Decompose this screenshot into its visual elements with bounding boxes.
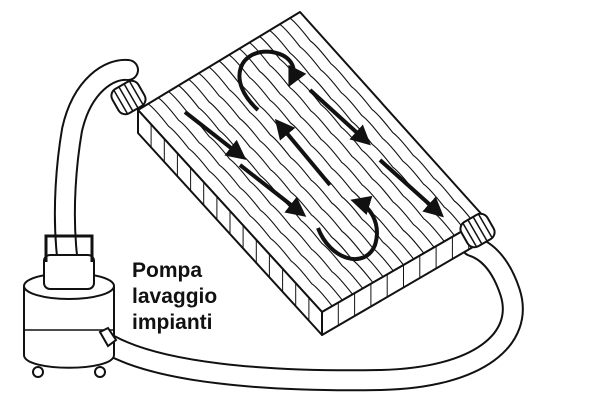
- flow-arrow-1: [183, 110, 247, 160]
- flow-arrow-2: [238, 163, 307, 217]
- left-hose-coupling: [110, 79, 147, 116]
- pump-label-line-2: lavaggio: [132, 285, 218, 308]
- pump-label-line-3: impianti: [132, 311, 213, 334]
- fin-row: [238, 48, 425, 254]
- front-fin-edges: [150, 124, 310, 321]
- fin-row: [188, 78, 374, 283]
- fin-row: [157, 97, 343, 301]
- fin-row: [249, 42, 435, 248]
- fin-row: [279, 23, 466, 231]
- pump-label-line-1: Pompa: [132, 259, 203, 282]
- flow-loop-bottom: [316, 195, 379, 262]
- flow-arrows: [183, 49, 444, 262]
- flow-arrow-4: [308, 88, 371, 146]
- pump-label: Pompa lavaggio impianti: [132, 258, 217, 336]
- fin-row: [228, 54, 415, 260]
- flush-pump: [23, 234, 118, 378]
- hose-return: [99, 235, 524, 392]
- fin-row: [198, 72, 384, 278]
- right-hose-coupling: [459, 212, 496, 249]
- flow-arrow-5: [378, 158, 444, 218]
- fin-row: [178, 85, 364, 289]
- flow-loop-top: [237, 49, 307, 112]
- fin-row: [208, 66, 394, 272]
- fin-row: [147, 103, 333, 307]
- flow-arrow-3: [274, 118, 332, 187]
- fin-row: [289, 17, 476, 225]
